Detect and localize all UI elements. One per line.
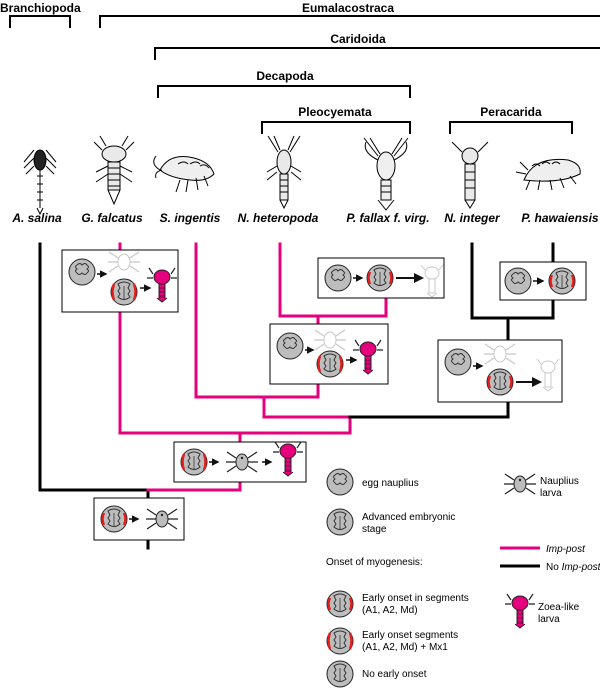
svg-text:Zoea-like: Zoea-like [538,602,580,613]
species-label-g-falcatus: G. falcatus [81,211,143,225]
svg-text:Imp-post: Imp-post [546,544,586,555]
svg-text:Early onset in segments: Early onset in segments [362,593,469,604]
procambarus-drawing [363,137,409,211]
label-branchiopoda: Branchiopoda [0,1,81,15]
label-pleocyemata: Pleocyemata [298,105,372,119]
bracket-eumalacostraca: Eumalacostraca [99,1,600,28]
label-eumalacostraca: Eumalacostraca [302,1,394,15]
dev-box-eumalacostraca [173,441,307,483]
svg-text:Early onset segments: Early onset segments [362,630,458,641]
legend: egg nauplius Advanced embryonic stage On… [326,468,600,688]
svg-text:(A1, A2, Md) + Mx1: (A1, A2, Md) + Mx1 [362,642,448,653]
legend-egg-nauplius: egg nauplius [326,468,419,496]
legend-early-onset-mx1: Early onset segments (A1, A2, Md) + Mx1 [327,628,458,654]
label-decapoda: Decapoda [256,69,314,83]
species-label-a-salina: A. salina [11,211,62,225]
svg-text:egg nauplius: egg nauplius [362,478,419,489]
dev-box-p-fallax [317,257,445,299]
svg-text:No Imp-post: No Imp-post [546,562,600,573]
legend-no-imp-post: No Imp-post [500,562,600,573]
neomysis-drawing [451,141,489,209]
label-peracarida: Peracarida [480,105,542,119]
svg-text:(A1, A2, Md): (A1, A2, Md) [362,605,418,616]
svg-text:stage: stage [362,524,387,535]
svg-text:larva: larva [540,488,562,499]
legend-zoea-larva: Zoea-like larva [504,593,580,629]
legend-imp-post: Imp-post [500,544,586,555]
dev-box-root [93,497,185,541]
species-label-s-ingentis: S. ingentis [160,211,221,225]
bracket-branchiopoda: Branchiopoda [0,1,81,28]
species-label-p-fallax: P. fallax f. virg. [346,211,429,225]
neocaridina-drawing [266,135,302,210]
bracket-peracarida: Peracarida [449,105,573,134]
legend-nauplius-larva: Nauplius larva [503,473,579,499]
svg-text:larva: larva [538,614,560,625]
sergia-drawing [153,155,215,193]
legend-no-early-onset: No early onset [326,660,427,688]
species-label-p-hawaiensis: P. hawaiensis [521,211,598,225]
species-label-n-integer: N. integer [444,211,501,225]
legend-early-onset: Early onset in segments (A1, A2, Md) [327,591,469,617]
legend-advanced-stage: Advanced embryonic stage [326,508,455,536]
bracket-caridoida: Caridoida [154,32,600,60]
dev-box-g-falcatus [61,249,179,313]
bracket-pleocyemata: Pleocyemata [261,105,411,134]
label-caridoida: Caridoida [330,32,386,46]
svg-text:Nauplius: Nauplius [540,476,579,487]
species-label-n-heteropoda: N. heteropoda [238,211,319,225]
dev-box-p-hawaiensis [499,261,587,301]
svg-text:Advanced embryonic: Advanced embryonic [362,512,455,523]
bracket-decapoda: Decapoda [157,69,411,98]
dev-box-pleocyemata [269,323,389,385]
gnathophausia-drawing [93,135,135,206]
dev-box-peracarida [437,339,563,403]
artemia-drawing [23,149,57,216]
svg-text:No early onset: No early onset [362,669,427,680]
legend-onset-heading: Onset of myogenesis: [326,557,423,568]
parhyale-drawing [515,158,581,191]
